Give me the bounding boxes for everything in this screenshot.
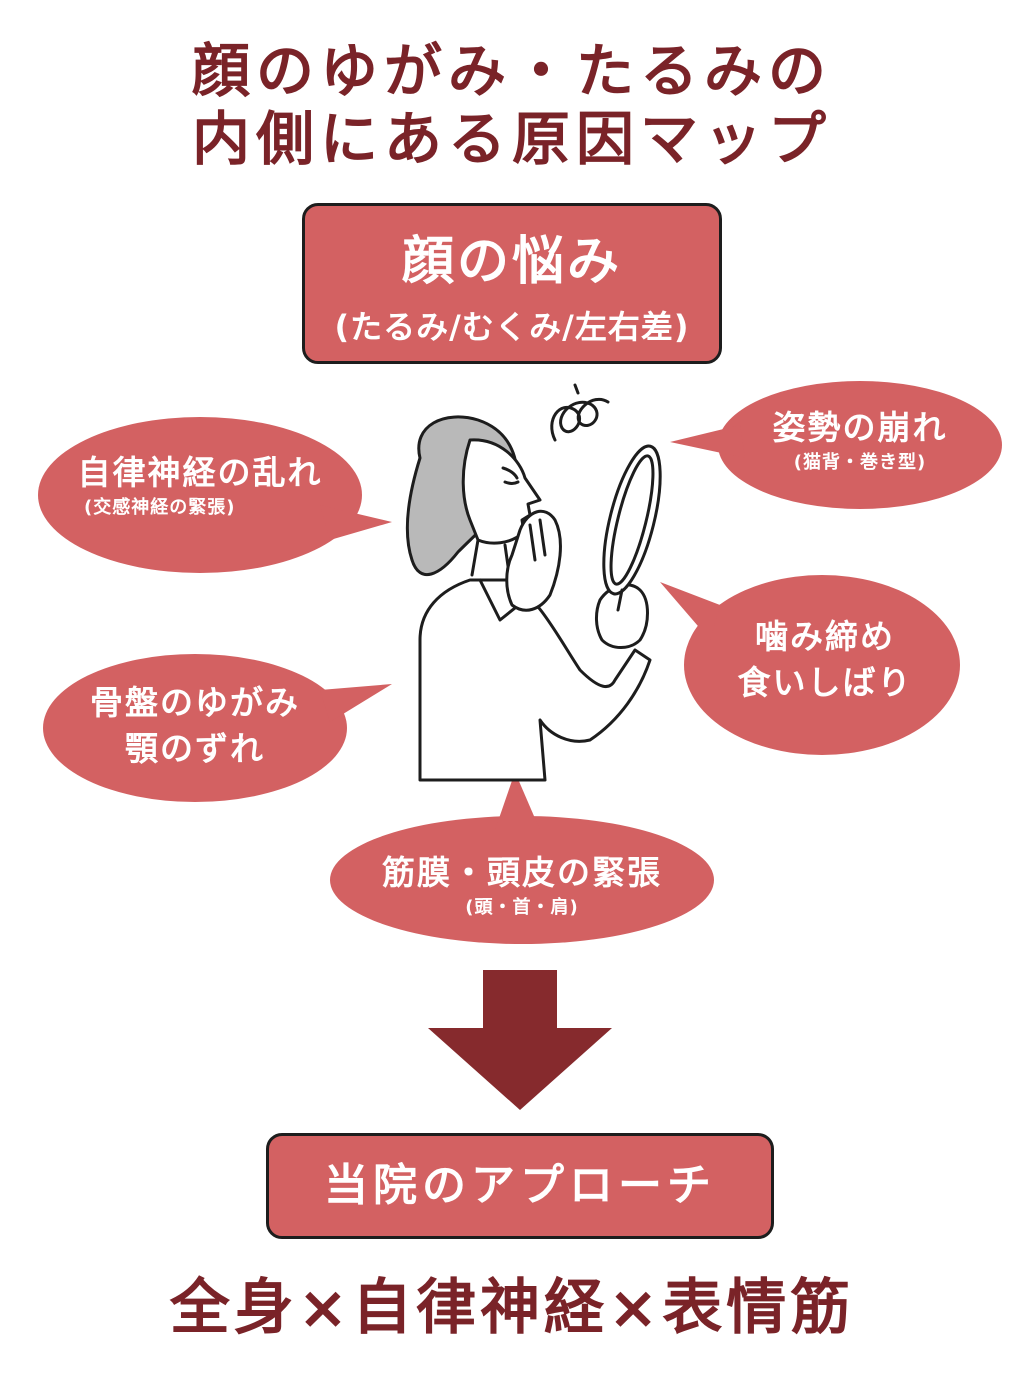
map-title-line1: 顔のゆがみ・たるみの (191, 37, 832, 105)
cause-posture-title: 姿勢の崩れ (772, 408, 948, 447)
cause-fascia-subtitle: (頭・首・肩) (465, 897, 579, 918)
problem-title: 顔の悩み (401, 232, 622, 292)
down-arrow-icon (428, 970, 612, 1110)
cause-autonomic-title: 自律神経の乱れ (77, 453, 323, 492)
cause-autonomic: 自律神経の乱れ (交感神経の緊張) (40, 450, 360, 520)
map-title-line2: 内側にある原因マップ (191, 105, 832, 173)
problem-box: 顔の悩み (たるみ/むくみ/左右差) (302, 203, 722, 364)
cause-clench-line2: 食いしばり (737, 663, 913, 702)
bubble-fascia (330, 772, 714, 944)
bubble-clench (660, 575, 960, 755)
bubble-posture (670, 381, 1002, 509)
cause-fascia-title: 筋膜・頭皮の緊張 (382, 853, 662, 892)
cause-fascia: 筋膜・頭皮の緊張 (頭・首・肩) (340, 850, 704, 920)
cause-pelvis: 骨盤のゆがみ 顎のずれ (50, 680, 340, 772)
bubble-pelvis (43, 654, 392, 802)
approach-label: 当院のアプローチ (324, 1160, 716, 1211)
cause-pelvis-line1: 骨盤のゆがみ (90, 683, 300, 722)
cause-clench: 噛み締め 食いしばり (700, 614, 950, 706)
dizzy-spiral-icon (550, 383, 610, 442)
approach-summary: 全身×自律神経×表情筋 (169, 1273, 855, 1343)
cause-pelvis-line2: 顎のずれ (125, 729, 265, 768)
approach-box: 当院のアプローチ (266, 1133, 774, 1239)
bubble-autonomic (38, 417, 392, 573)
cause-posture: 姿勢の崩れ (猫背・巻き型) (730, 405, 990, 475)
cause-clench-line1: 噛み締め (755, 617, 895, 656)
cause-posture-subtitle: (猫背・巻き型) (793, 452, 927, 473)
woman-with-mirror-illustration (405, 415, 662, 782)
problem-subtitle: (たるみ/むくみ/左右差) (334, 308, 690, 346)
cause-autonomic-subtitle: (交感神経の緊張) (84, 497, 236, 518)
